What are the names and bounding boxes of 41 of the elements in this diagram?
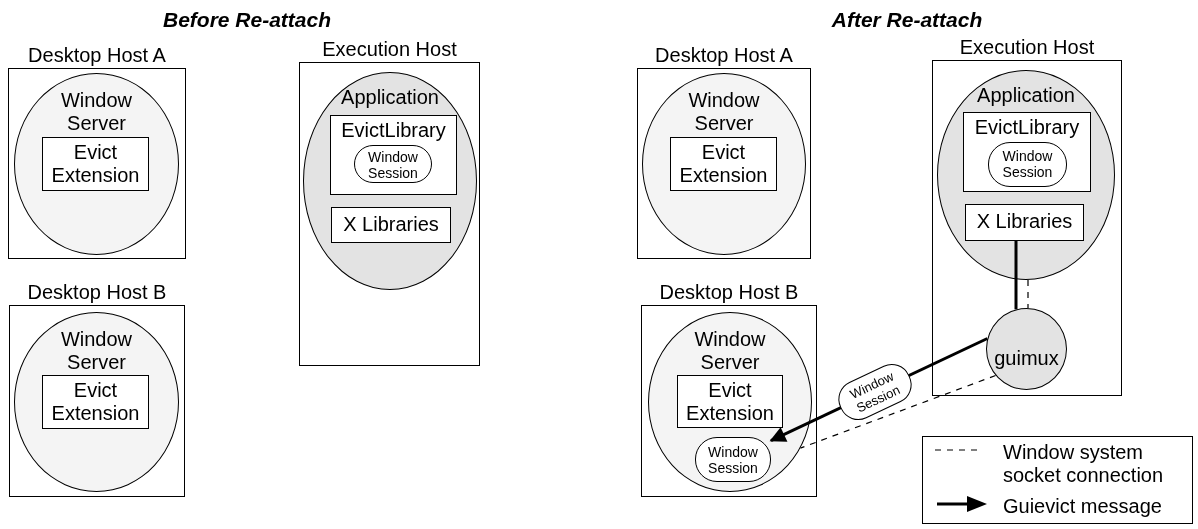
library-box (963, 112, 1091, 192)
host-label: Desktop Host B (658, 281, 800, 304)
node-label: Window Session (1001, 148, 1054, 180)
host-label: Desktop Host A (654, 44, 794, 67)
panel-title: After Re-attach (830, 8, 984, 32)
legend-text: Guievict message (1003, 495, 1163, 518)
dashed-connection (799, 374, 997, 449)
node-label: EvictLibrary (974, 116, 1080, 139)
node-label: Application (977, 84, 1075, 107)
session-pill (354, 145, 432, 183)
legend-text: Window system socket connection (1003, 441, 1165, 487)
node-label: X Libraries (343, 213, 439, 236)
host-label: Execution Host (958, 36, 1096, 59)
node-label: Window Server (59, 89, 134, 135)
node-label: Window Session (707, 444, 759, 476)
node-label: Evict Extension (50, 141, 141, 187)
node-label: Window Server (59, 328, 134, 374)
extension-box (670, 137, 777, 191)
extension-box (42, 137, 149, 191)
session-pill (988, 142, 1067, 187)
node-label: Window Server (693, 328, 767, 374)
node-label: Window Server (687, 89, 761, 135)
library-box (965, 204, 1084, 241)
node-label: Evict Extension (678, 141, 769, 187)
panel-title: Before Re-attach (161, 8, 332, 32)
host-label: Desktop Host A (27, 44, 167, 67)
node-label: Application (341, 86, 439, 109)
node-label: Evict Extension (50, 379, 141, 425)
node-label: guimux (994, 347, 1059, 370)
extension-box (42, 375, 149, 429)
extension-box (677, 375, 783, 428)
session-pill (695, 437, 771, 482)
dashed-connection (1027, 279, 1029, 309)
node-label: X Libraries (976, 210, 1073, 233)
host-label: Desktop Host B (26, 281, 168, 304)
node-label: Evict Extension (685, 379, 775, 425)
library-box (330, 115, 457, 195)
node-label: Window Session (367, 149, 419, 181)
library-box (331, 207, 451, 243)
node-label: EvictLibrary (341, 119, 446, 142)
host-label: Execution Host (321, 38, 458, 61)
